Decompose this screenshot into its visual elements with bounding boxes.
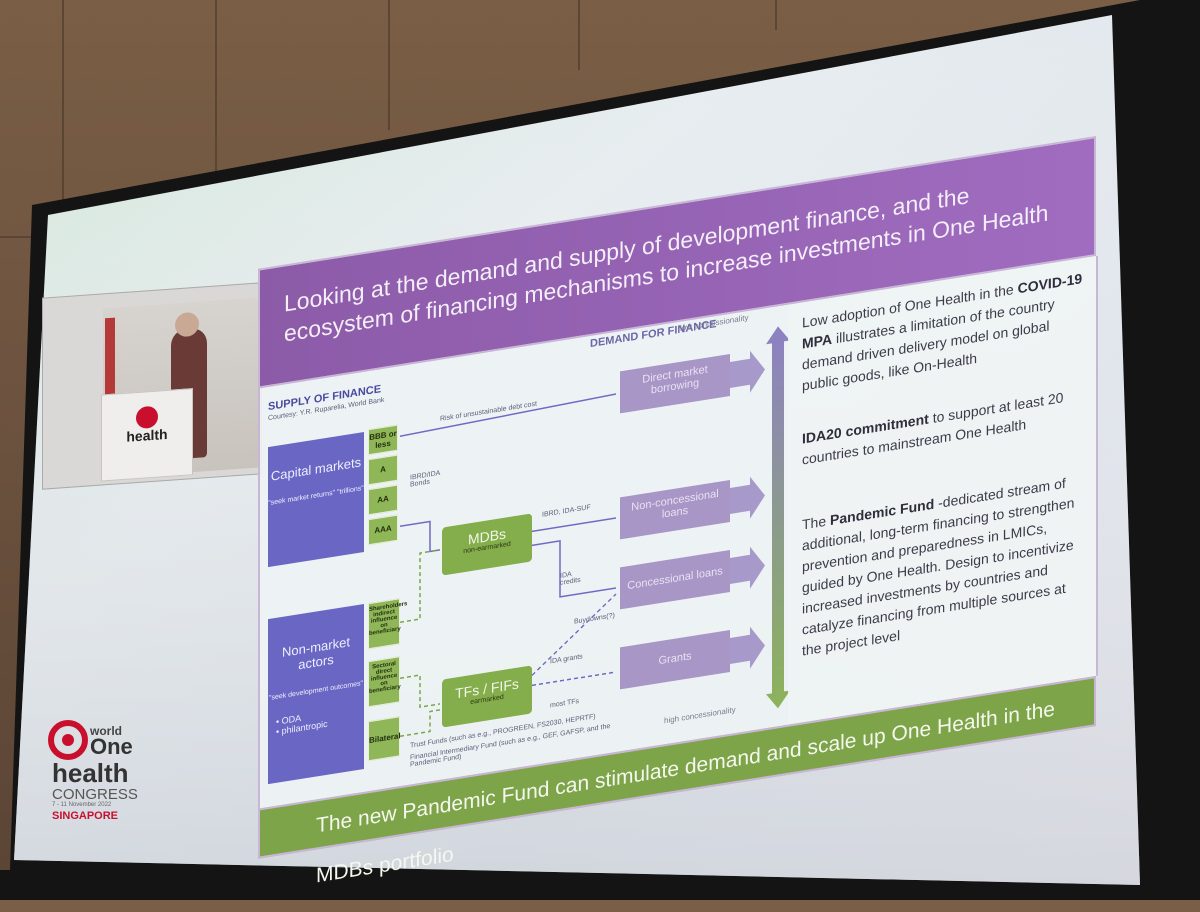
arrow-bilateral-tfs — [400, 709, 440, 737]
logo-singapore: SINGAPORE — [52, 810, 119, 822]
arrow-mdbs-nonconc — [532, 517, 616, 533]
logo-congress: CONGRESS — [52, 786, 138, 803]
arrow-mdbs-conc — [532, 540, 616, 598]
p3-text: The — [802, 512, 831, 533]
p3-text-end: -dedicated stream of additional, long-te… — [802, 474, 1075, 659]
slide-side-text: Low adoption of One Health in the COVID-… — [788, 255, 1098, 725]
paragraph-ida20: IDA20 commitment to support at least 20 … — [802, 383, 1087, 470]
finance-diagram: SUPPLY OF FINANCE Courtesy: Y.R. Ruparel… — [258, 304, 790, 809]
lectern: health — [101, 388, 193, 482]
one-health-emblem-icon — [48, 720, 88, 760]
wall-seam — [578, 0, 580, 70]
slide: Looking at the demand and supply of deve… — [250, 0, 1110, 888]
logo-health: health — [52, 758, 129, 788]
arrow-sectoral-tfs — [400, 674, 440, 708]
wall-seam — [775, 0, 777, 30]
wall-seam — [215, 0, 217, 260]
arrow-right-icon — [730, 476, 765, 519]
speaker-video-inset: health — [42, 282, 262, 490]
logo-dates: 7 - 11 November 2022 — [52, 802, 112, 808]
concessionality-double-arrow-icon — [766, 326, 790, 709]
arrow-shareholders-mdbs — [400, 549, 440, 623]
congress-logo: world One health CONGRESS 7 - 11 Novembe… — [40, 720, 150, 830]
arrow-right-icon — [730, 350, 765, 393]
paragraph-pandemic-fund: The Pandemic Fund -dedicated stream of a… — [802, 469, 1087, 661]
wall-seam — [62, 0, 64, 260]
diagram-arrows — [399, 326, 790, 737]
logo-world: world — [90, 724, 122, 738]
wall-seam — [388, 0, 390, 130]
lectern-logo-text: health — [126, 425, 168, 445]
arrow-right-icon — [730, 546, 765, 589]
arrow-tfs-conc — [531, 593, 617, 676]
arrow-tfs-grants — [532, 671, 616, 687]
arrow-right-icon — [730, 626, 765, 669]
logo-one: One — [90, 734, 133, 759]
arrow-risk — [399, 393, 617, 437]
lectern-logo-icon — [136, 405, 158, 430]
